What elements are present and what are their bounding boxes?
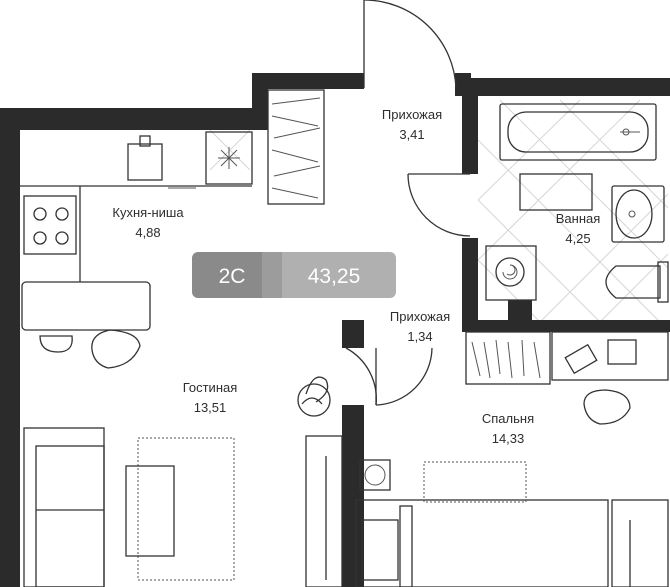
hall-top-name: Прихожая [382, 107, 442, 122]
badge-type: 2С [219, 265, 246, 288]
air-conditioner [359, 459, 391, 491]
bath-name: Ванная [556, 211, 601, 226]
hall-top-area: 3,41 [399, 127, 424, 142]
dining-bar [21, 281, 151, 369]
tv-stand [305, 435, 343, 587]
bedroom-wardrobe [465, 331, 551, 385]
bedroom-area: 14,33 [492, 431, 525, 446]
room-labels: Прихожая 3,41 Кухня-ниша 4,88 Ванная 4,2… [112, 107, 600, 446]
bath-shelf [519, 173, 593, 211]
kitchen-area: 4,88 [135, 225, 160, 240]
bathtub [499, 103, 657, 161]
living-area: 13,51 [194, 400, 227, 415]
wall-partition-top [342, 320, 364, 348]
rug-and-table [125, 437, 235, 581]
walls [0, 73, 670, 587]
wall-left [0, 108, 20, 587]
washbasin [611, 185, 665, 243]
bedroom-tv-stand [611, 499, 669, 587]
hall-mid-area: 1,34 [407, 329, 432, 344]
hall-mid-name: Прихожая [390, 309, 450, 324]
badge-area: 43,25 [308, 265, 361, 288]
wall-kitchen-top [0, 108, 252, 130]
entrance-door [363, 0, 457, 89]
kitchen-counter [20, 131, 253, 282]
bed [355, 461, 609, 587]
kitchen-tiles [209, 129, 251, 171]
badge-area-bg [272, 252, 396, 298]
bathroom-door [407, 173, 471, 237]
fridge [205, 131, 253, 185]
wall-bath-left-upper [462, 92, 478, 174]
desk [551, 331, 669, 425]
wall-bath-bottom [462, 320, 670, 332]
kitchen-name: Кухня-ниша [112, 205, 184, 220]
wall-closet-top [252, 73, 364, 89]
plant [297, 376, 331, 417]
washing-machine [485, 245, 537, 301]
area-badge: 2С 43,25 [192, 252, 396, 298]
living-name: Гостиная [183, 380, 238, 395]
bath-area: 4,25 [565, 231, 590, 246]
kitchen-sink [127, 143, 163, 181]
bathroom-tiles [478, 99, 668, 320]
wall-bath-top [455, 78, 670, 96]
sofa [23, 427, 105, 587]
bedroom-door [345, 347, 433, 406]
toilet [605, 261, 669, 303]
wall-bath-left-lower [462, 238, 478, 328]
badge-type-bg [192, 252, 272, 298]
cooktop [23, 195, 77, 255]
bedroom-name: Спальня [482, 411, 534, 426]
hallway-wardrobe [267, 89, 325, 205]
wall-partition-lower [342, 405, 364, 587]
